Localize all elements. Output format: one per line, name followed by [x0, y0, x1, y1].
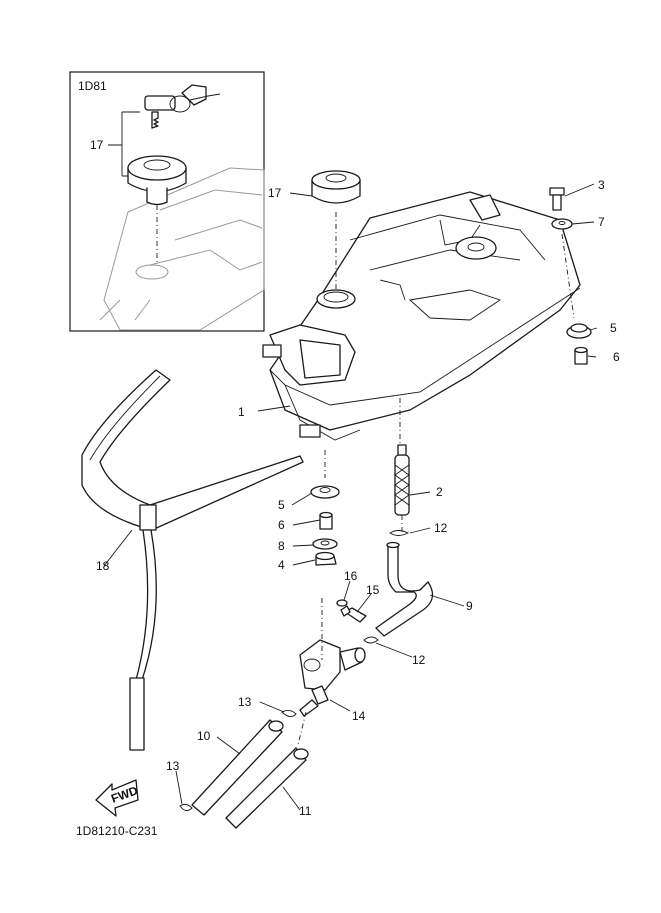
washer-icon-left [312, 538, 338, 550]
diagram-code: 1D81210-C231 [76, 824, 158, 838]
washer-icon-small [336, 599, 348, 607]
callout-12-bottom: 12 [412, 653, 426, 667]
callout-11: 11 [299, 804, 312, 818]
tank-filler-neck [316, 289, 356, 309]
clip-icon [281, 709, 297, 717]
callout-6-right: 6 [613, 350, 620, 364]
callout-16: 16 [344, 569, 358, 583]
callout-5-left: 5 [278, 498, 285, 512]
callout-17-inset: 17 [90, 138, 104, 152]
callout-18: 18 [96, 559, 110, 573]
vacuum-hose-icon [191, 719, 284, 816]
drain-hose-icon [225, 747, 309, 829]
leader-lines [103, 183, 598, 811]
callout-5-right: 5 [610, 321, 617, 335]
fuel-cock-icon [299, 639, 366, 717]
callout-4: 4 [278, 558, 285, 572]
callout-8: 8 [278, 539, 285, 553]
callout-15: 15 [366, 583, 380, 597]
hose-clamp-icon-lower [363, 636, 379, 644]
callout-13-bottom: 13 [166, 759, 180, 773]
inset-key-icon [144, 84, 221, 129]
callout-3: 3 [598, 178, 605, 192]
fuel-cap-icon [311, 170, 361, 204]
fwd-arrow-icon: FWD [95, 779, 140, 817]
collar-icon-right [574, 346, 588, 365]
bolt-icon [549, 187, 565, 211]
callout-12-top: 12 [434, 521, 448, 535]
callout-7: 7 [598, 215, 605, 229]
callout-17: 17 [268, 186, 282, 200]
nut-icon [315, 551, 337, 566]
inset-panel: 1D81 17 [69, 71, 265, 332]
callout-10: 10 [197, 729, 211, 743]
fuel-tank-icon [262, 191, 581, 445]
inset-title: 1D81 [78, 79, 107, 93]
collar-icon-left [319, 511, 333, 530]
washer-icon [551, 218, 573, 230]
fuel-hose-icon [375, 541, 434, 637]
hose-clamp-icon [389, 530, 410, 536]
inset-tank-ghost [103, 167, 265, 331]
clip-icon-lower [179, 803, 193, 811]
callout-13-top: 13 [238, 695, 252, 709]
grommet-icon-left [310, 485, 340, 499]
fuel-strainer-icon [394, 444, 410, 516]
grommet-icon-right [566, 323, 592, 339]
callout-6-left: 6 [278, 518, 285, 532]
tank-band-icon [81, 369, 304, 751]
callout-1: 1 [238, 405, 245, 419]
callout-9: 9 [466, 599, 473, 613]
callout-2: 2 [436, 485, 443, 499]
callout-14: 14 [352, 709, 366, 723]
inset-cap-icon [127, 155, 187, 206]
screw-icon [340, 605, 367, 623]
